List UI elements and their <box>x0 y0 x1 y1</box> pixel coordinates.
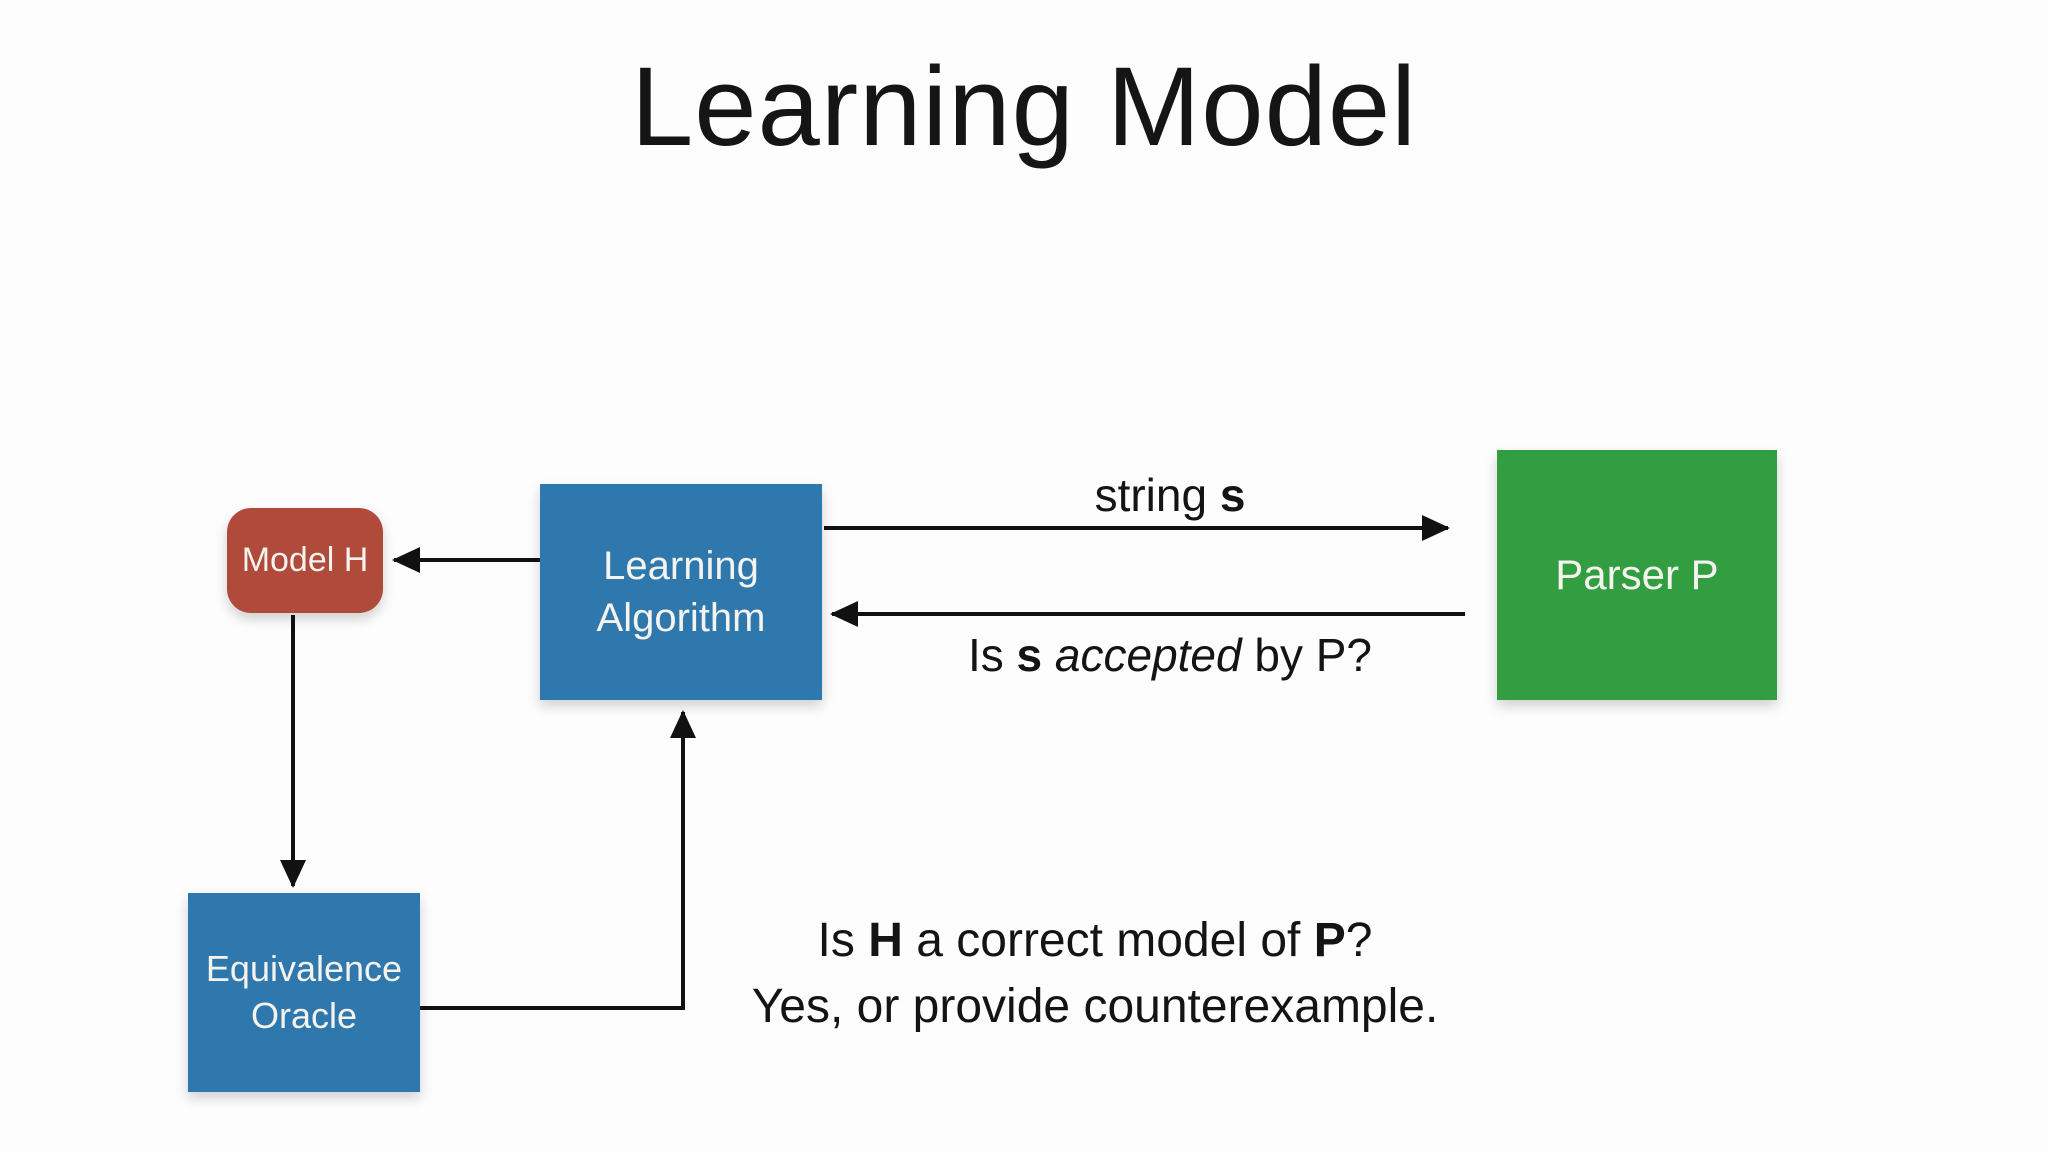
oracle-q-p1: Is <box>817 914 869 967</box>
node-learning-algorithm: Learning Algorithm <box>540 484 822 700</box>
node-model-h-label: Model H <box>241 541 369 579</box>
accepted-italic: accepted <box>1054 629 1242 681</box>
node-equivalence-oracle: Equivalence Oracle <box>188 893 420 1092</box>
accepted-space <box>1042 629 1055 681</box>
string-s-prefix: string <box>1094 469 1220 521</box>
oracle-q-p3: ? <box>1345 914 1373 967</box>
accepted-p2: by P? <box>1241 629 1373 681</box>
arrow-oracle-to-learning <box>420 710 696 1010</box>
edge-label-oracle-question: Is H a correct model of P? Yes, or provi… <box>645 908 1545 1040</box>
oracle-answer-line: Yes, or provide counterexample. <box>751 980 1439 1034</box>
node-parser: Parser P <box>1497 450 1777 700</box>
page-title: Learning Model <box>630 44 1418 169</box>
string-s-bold: s <box>1219 469 1246 521</box>
node-learning-algorithm-label: Learning Algorithm <box>596 544 766 640</box>
accepted-p1: Is <box>967 629 1017 681</box>
oracle-question-line: Is H a correct model of P? <box>645 908 1545 974</box>
edge-label-string-s: string s <box>900 468 1440 522</box>
node-model-h: Model H <box>227 508 383 613</box>
accepted-bold-s: s <box>1016 629 1043 681</box>
oracle-q-bold-h: H <box>868 914 903 967</box>
oracle-q-p2: a correct model of <box>902 914 1314 967</box>
node-equivalence-oracle-label: Equivalence Oracle <box>205 947 403 1036</box>
oracle-q-bold-p: P <box>1313 914 1346 967</box>
edge-label-accepted: Is s accepted by P? <box>870 628 1470 682</box>
node-parser-label: Parser P <box>1555 551 1719 598</box>
